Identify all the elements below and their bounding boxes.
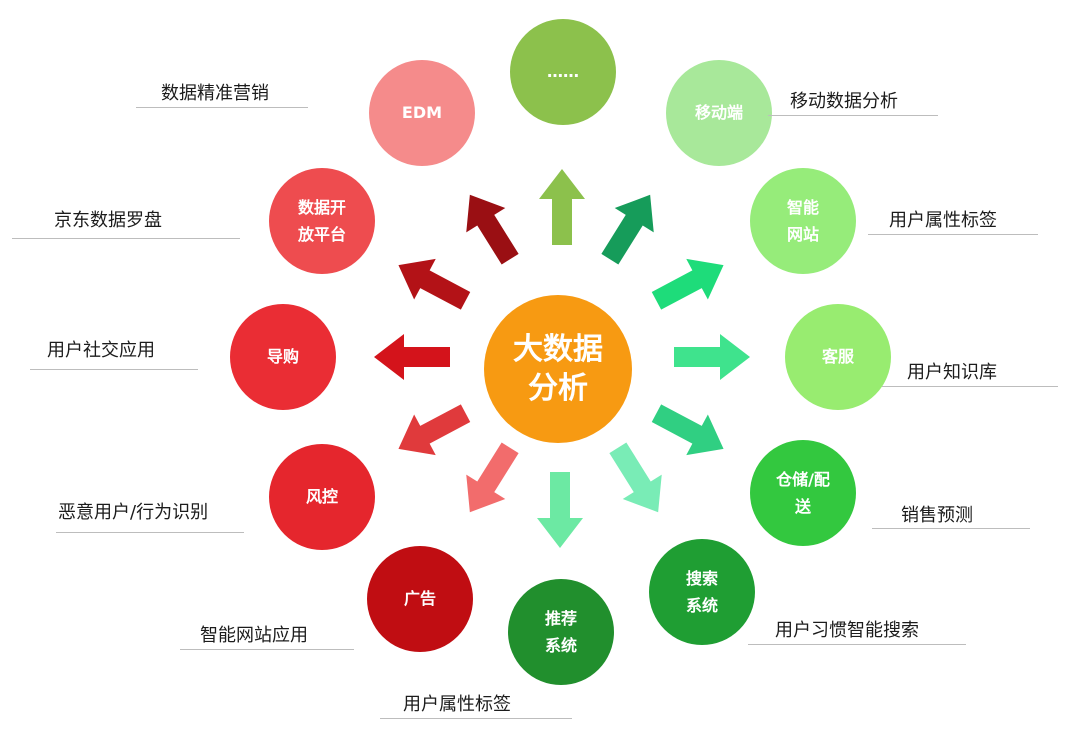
node-circle: …… — [510, 19, 616, 125]
arrow-icon — [374, 334, 450, 380]
node-label: 用户习惯智能搜索 — [775, 620, 919, 641]
node-circle: 智能 网站 — [750, 168, 856, 274]
node-label: 用户社交应用 — [47, 340, 155, 361]
label-underline — [882, 386, 1058, 387]
node-text: 数据开 放平台 — [297, 197, 346, 244]
node-label: 用户知识库 — [907, 362, 997, 383]
node-circle: 风控 — [269, 444, 375, 550]
arrow-icon — [466, 442, 519, 513]
node-circle: 导购 — [230, 304, 336, 410]
label-underline — [12, 238, 240, 239]
arrow-icon — [674, 334, 750, 380]
node-label: 销售预测 — [901, 505, 973, 526]
node-circle: 推荐 系统 — [508, 579, 614, 685]
node-text: 智能 网站 — [786, 197, 819, 244]
node-text: 移动端 — [694, 103, 743, 123]
node-circle: 搜索 系统 — [649, 539, 755, 645]
node-label: 智能网站应用 — [200, 625, 308, 646]
node-text: …… — [547, 62, 579, 82]
label-underline — [748, 644, 966, 645]
node-label: 数据精准营销 — [161, 83, 269, 104]
label-underline — [380, 718, 572, 719]
arrow-icon — [651, 258, 724, 310]
center-title: 大数据 分析 — [513, 332, 603, 406]
arrow-icon — [398, 258, 471, 310]
node-text: 客服 — [821, 347, 854, 367]
node-circle: 仓储/配 送 — [750, 440, 856, 546]
node-label: 用户属性标签 — [889, 210, 997, 231]
node-text: 搜索 系统 — [685, 568, 718, 615]
node-text: EDM — [401, 103, 443, 123]
node-label: 用户属性标签 — [403, 694, 511, 715]
label-underline — [30, 369, 198, 370]
node-circle: EDM — [369, 60, 475, 166]
arrow-icon — [609, 442, 662, 513]
label-underline — [768, 115, 938, 116]
label-underline — [180, 649, 354, 650]
node-circle: 广告 — [367, 546, 473, 652]
arrow-icon — [651, 404, 724, 456]
node-circle: 数据开 放平台 — [269, 168, 375, 274]
label-underline — [136, 107, 308, 108]
node-text: 风控 — [305, 487, 338, 507]
node-label: 恶意用户/行为识别 — [58, 502, 209, 523]
node-circle: 客服 — [785, 304, 891, 410]
center-circle: 大数据 分析 — [484, 295, 632, 443]
node-text: 推荐 系统 — [544, 608, 577, 655]
node-text: 广告 — [403, 589, 436, 609]
arrow-icon — [537, 472, 583, 548]
node-text: 导购 — [266, 347, 299, 367]
arrow-icon — [398, 404, 471, 456]
node-circle: 移动端 — [666, 60, 772, 166]
arrow-icon — [601, 194, 654, 265]
arrow-icon — [466, 194, 519, 265]
label-underline — [56, 532, 244, 533]
node-label: 移动数据分析 — [790, 91, 898, 112]
node-label: 京东数据罗盘 — [54, 210, 162, 231]
arrow-icon — [539, 169, 585, 245]
node-text: 仓储/配 送 — [776, 469, 830, 516]
label-underline — [872, 528, 1030, 529]
label-underline — [868, 234, 1038, 235]
